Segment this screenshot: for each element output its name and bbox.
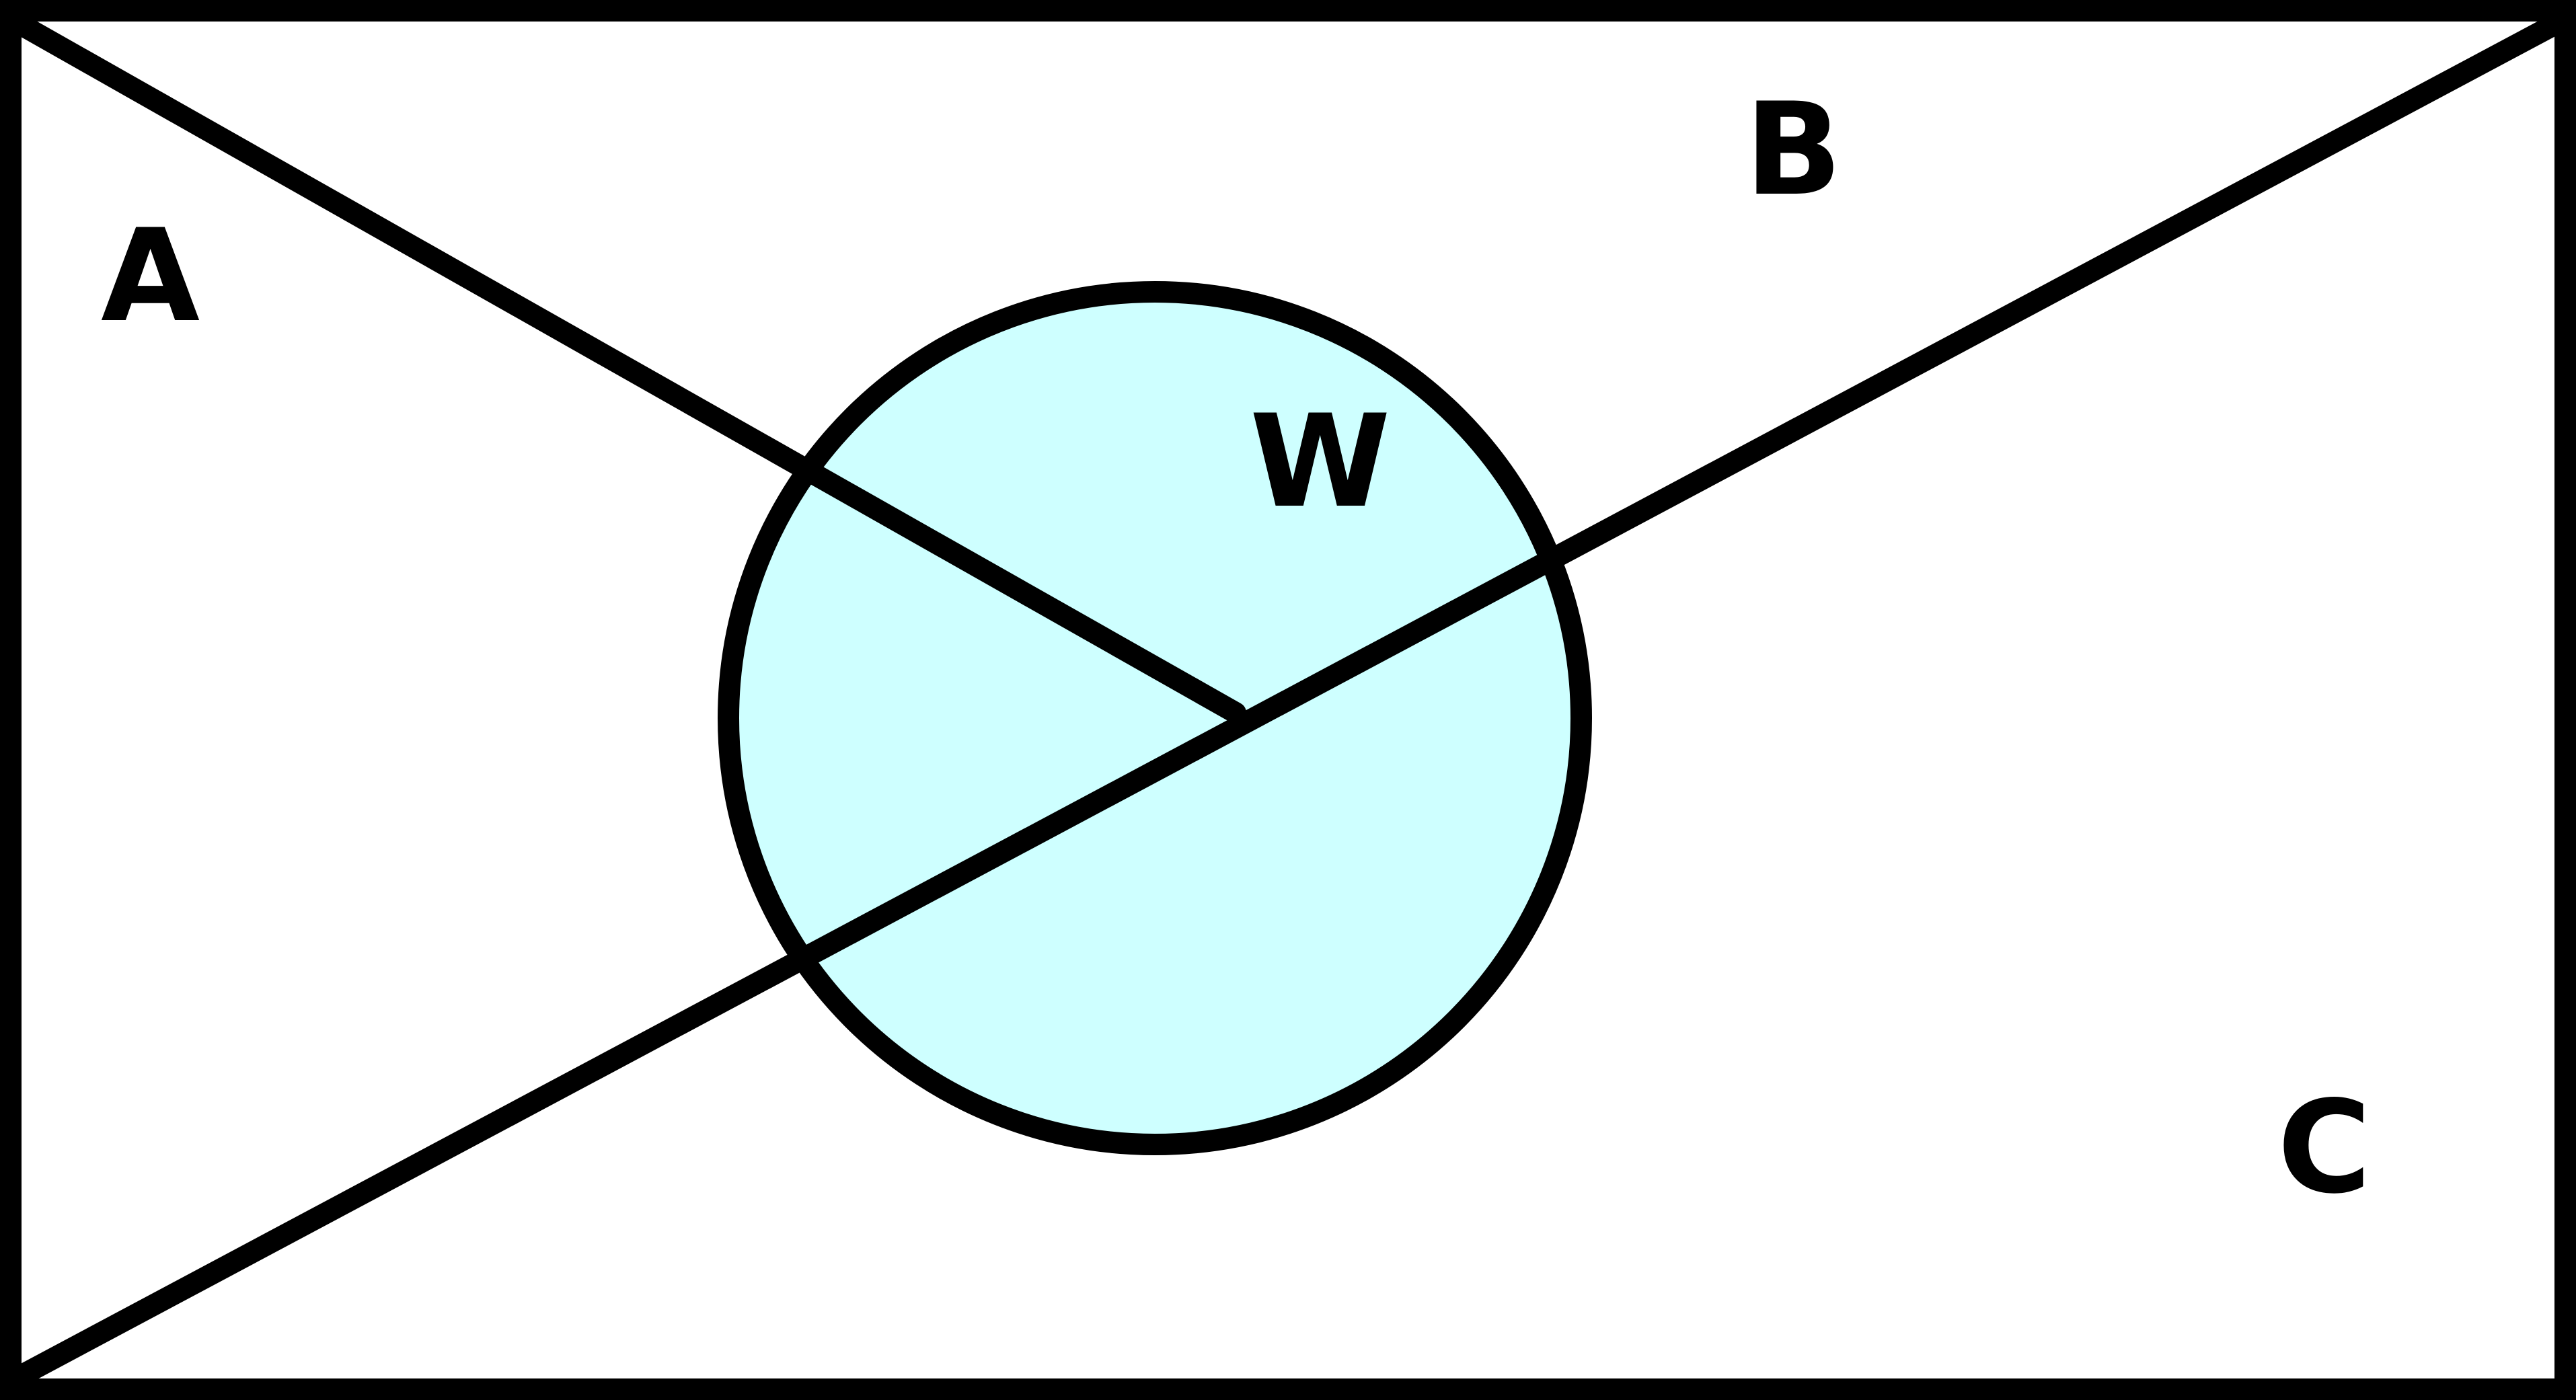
circle-label-w: W — [1250, 387, 1391, 536]
line-top-left-to-center — [0, 8, 1246, 724]
line-top-right-to-bottom-left — [0, 8, 2576, 1392]
region-label-c: C — [2277, 1073, 2371, 1222]
circle-w — [718, 281, 1592, 1155]
region-label-a: A — [101, 202, 200, 350]
region-label-b: B — [1745, 75, 1842, 224]
